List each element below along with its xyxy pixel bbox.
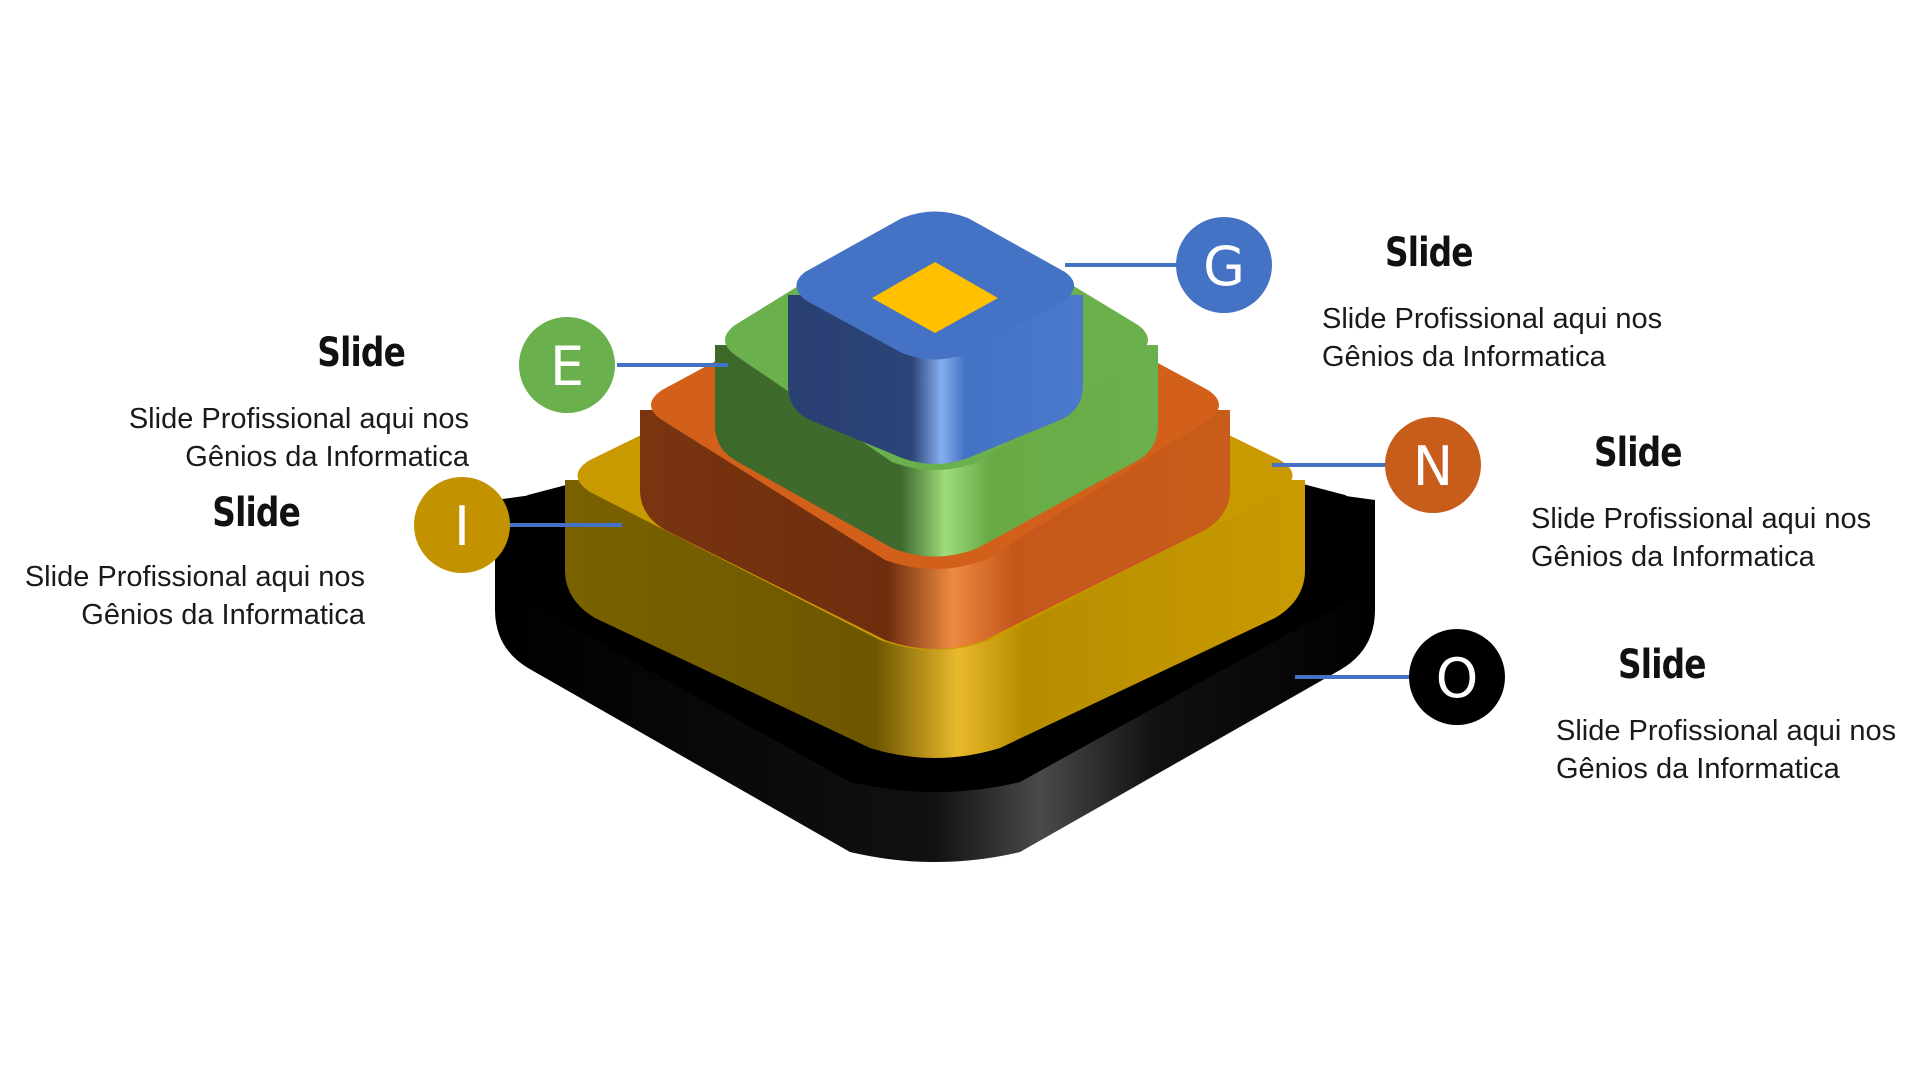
connectors <box>508 263 1412 679</box>
description-n: Slide Profissional aqui nos Gênios da In… <box>1531 500 1871 576</box>
description-e-line2: Gênios da Informatica <box>185 441 469 473</box>
circle-o-letter: O <box>1436 647 1479 710</box>
description-g: Slide Profissional aqui nos Gênios da In… <box>1322 300 1662 376</box>
diamond-marker <box>872 262 998 333</box>
heading-n: Slide <box>1594 430 1683 476</box>
description-e: Slide Profissional aqui nos Gênios da In… <box>129 400 469 476</box>
description-g-line2: Gênios da Informatica <box>1322 341 1606 373</box>
description-g-line1: Slide Profissional aqui nos <box>1322 303 1663 335</box>
heading-i: Slide <box>212 490 301 536</box>
heading-e: Slide <box>317 330 406 376</box>
circle-i-letter: I <box>454 495 470 558</box>
circle-e-letter: E <box>550 335 584 398</box>
description-i: Slide Profissional aqui nos Gênios da In… <box>25 558 365 634</box>
heading-o: Slide <box>1618 642 1707 688</box>
circle-n-letter: N <box>1413 435 1453 498</box>
description-n-line2: Gênios da Informatica <box>1531 541 1815 573</box>
description-o: Slide Profissional aqui nos Gênios da In… <box>1556 712 1896 788</box>
circle-i: I <box>414 477 510 573</box>
description-i-line2: Gênios da Informatica <box>81 599 365 631</box>
description-o-line1: Slide Profissional aqui nos <box>1556 715 1897 747</box>
circle-g: G <box>1176 217 1272 313</box>
description-o-line2: Gênios da Informatica <box>1556 753 1840 785</box>
description-i-line1: Slide Profissional aqui nos <box>24 561 365 593</box>
circle-o: O <box>1409 629 1505 725</box>
circle-n: N <box>1385 417 1481 513</box>
circle-e: E <box>519 317 615 413</box>
heading-g: Slide <box>1385 230 1474 276</box>
circle-g-letter: G <box>1203 235 1245 298</box>
description-n-line1: Slide Profissional aqui nos <box>1531 503 1872 535</box>
tier-blue <box>788 211 1083 464</box>
description-e-line1: Slide Profissional aqui nos <box>128 403 469 435</box>
